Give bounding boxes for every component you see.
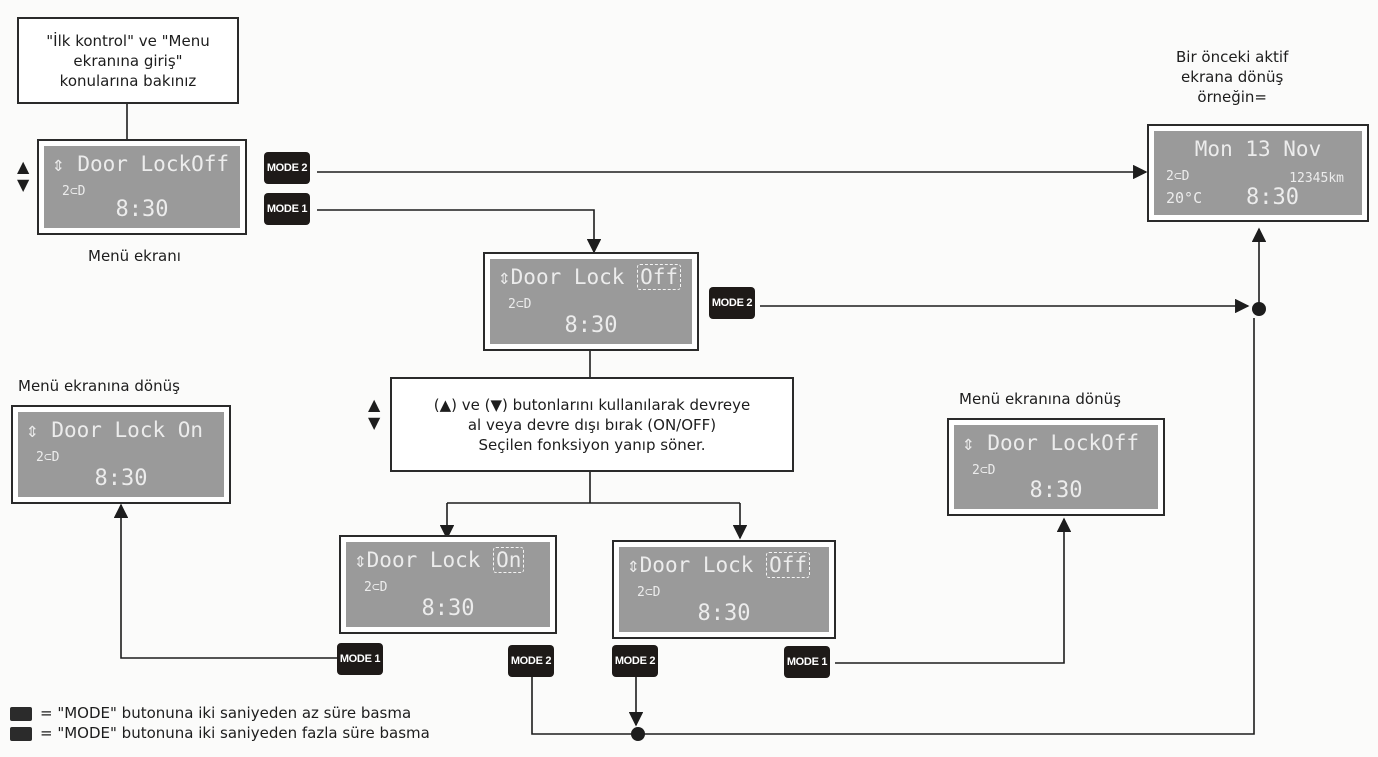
blinking-value: On (493, 547, 525, 573)
mode1-button-top[interactable]: MODE 1 (264, 193, 310, 225)
connector-menu-mode1-edit (317, 209, 602, 254)
up-down-arrows-icon: ▲▼ (17, 157, 30, 194)
mode1-button-off-choice[interactable]: MODE 1 (784, 646, 830, 678)
up-down-arrows-icon: ▲▼ (368, 395, 381, 432)
lcd-on-choice-screen: ⇕Door Lock On 2⊂D 8:30 (339, 535, 557, 634)
blinking-value: Off (766, 552, 811, 578)
connector-off-mode1-right (835, 517, 1072, 664)
up-down-icon: ⇕ (627, 553, 640, 577)
up-down-icon: ⇕ (962, 431, 975, 455)
up-down-icon: ⇕ (354, 548, 367, 572)
lcd-edit-screen: ⇕Door Lock Off 2⊂D 8:30 (483, 252, 699, 351)
lcd-left-return-screen: ⇕ Door Lock On 2⊂D 8:30 (11, 405, 231, 504)
caption-previous-screen: Bir önceki aktif ekrana dönüş örneğin= (1176, 48, 1289, 106)
lcd-off-choice-screen: ⇕Door Lock Off 2⊂D 8:30 (612, 540, 836, 639)
up-down-icon: ⇕ (498, 265, 511, 289)
junction-dot-right (1252, 302, 1266, 316)
connector-instruction-split (447, 472, 740, 504)
up-down-icon: ⇕ (26, 418, 39, 442)
junction-dot-bottom (631, 727, 645, 741)
legend-long-press: = "MODE" butonuna iki saniyeden fazla sü… (10, 724, 430, 742)
mode-key-icon (10, 706, 32, 721)
caption-back-to-menu-left: Menü ekranına dönüş (18, 377, 180, 395)
legend-short-press: = "MODE" butonuna iki saniyeden az süre … (10, 704, 411, 722)
caption-back-to-menu-right: Menü ekranına dönüş (959, 390, 1121, 408)
lcd-menu-screen: ⇕ Door LockOff 2⊂D 8:30 (37, 139, 247, 235)
up-down-icon: ⇕ (52, 152, 65, 176)
mode1-button-on-choice[interactable]: MODE 1 (337, 643, 383, 675)
lcd-previous-screen: Mon 13 Nov 2⊂D 12345km 20°C 8:30 (1147, 124, 1369, 222)
instruction-note: (▲) ve (▼) butonlarını kullanılarak devr… (390, 377, 794, 472)
lcd-right-return-screen: ⇕ Door LockOff 2⊂D 8:30 (947, 418, 1165, 516)
blinking-value: Off (637, 264, 682, 290)
mode2-button-off-choice[interactable]: MODE 2 (612, 645, 658, 677)
connector-on-mode1-left (113, 503, 337, 659)
mode2-button-on-choice[interactable]: MODE 2 (508, 645, 554, 677)
reference-note: "İlk kontrol" ve "Menu ekranına giriş" k… (17, 17, 239, 104)
mode-key-icon (10, 726, 32, 741)
caption-menu-screen: Menü ekranı (88, 247, 181, 265)
mode2-button-edit[interactable]: MODE 2 (709, 287, 755, 319)
mode2-button-top[interactable]: MODE 2 (264, 152, 310, 184)
